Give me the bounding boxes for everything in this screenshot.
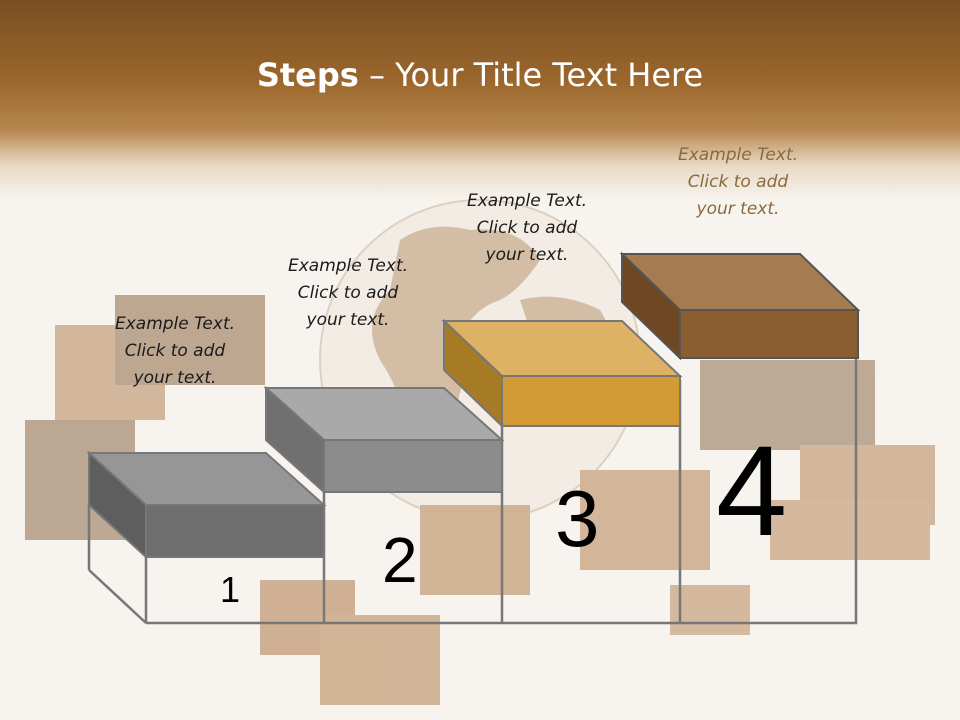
step-1-block — [86, 450, 327, 560]
cardboard-box — [670, 585, 750, 635]
caption-line: Example Text. — [287, 256, 409, 276]
caption-line: Click to add — [297, 283, 399, 303]
step-4-block — [619, 251, 861, 361]
step-3-number: 3 — [555, 474, 600, 563]
caption-line: Example Text. — [114, 314, 236, 334]
cardboard-box — [320, 615, 440, 705]
step-3-caption[interactable]: Example Text. Click to add your text. — [437, 188, 617, 269]
step-2-block — [263, 385, 505, 495]
caption-line: Example Text. — [466, 191, 588, 211]
caption-line: your text. — [485, 245, 569, 265]
cardboard-box — [420, 505, 530, 595]
step-4-number: 4 — [716, 420, 788, 563]
step-1-number: 1 — [220, 569, 241, 610]
caption-line: Click to add — [476, 218, 578, 238]
caption-line: your text. — [306, 310, 390, 330]
step-1-caption[interactable]: Example Text. Click to add your text. — [85, 311, 265, 392]
caption-line: your text. — [133, 368, 217, 388]
cardboard-box — [115, 295, 265, 385]
title-banner — [0, 0, 960, 200]
step-3-block — [441, 318, 683, 429]
caption-line: Click to add — [124, 341, 226, 361]
step-2-number: 2 — [382, 524, 418, 596]
step-2-caption[interactable]: Example Text. Click to add your text. — [258, 253, 438, 334]
caption-line: Example Text. — [677, 145, 799, 165]
cardboard-box — [700, 360, 875, 450]
caption-line: your text. — [696, 199, 780, 219]
cardboard-box — [580, 470, 710, 570]
cardboard-box — [770, 500, 930, 560]
caption-line: Click to add — [687, 172, 789, 192]
slide-title[interactable]: Steps – Your Title Text Here — [0, 55, 960, 95]
title-bold-word: Steps — [256, 56, 359, 94]
step-4-caption[interactable]: Example Text. Click to add your text. — [648, 142, 828, 223]
title-text: – Your Title Text Here — [358, 56, 704, 94]
